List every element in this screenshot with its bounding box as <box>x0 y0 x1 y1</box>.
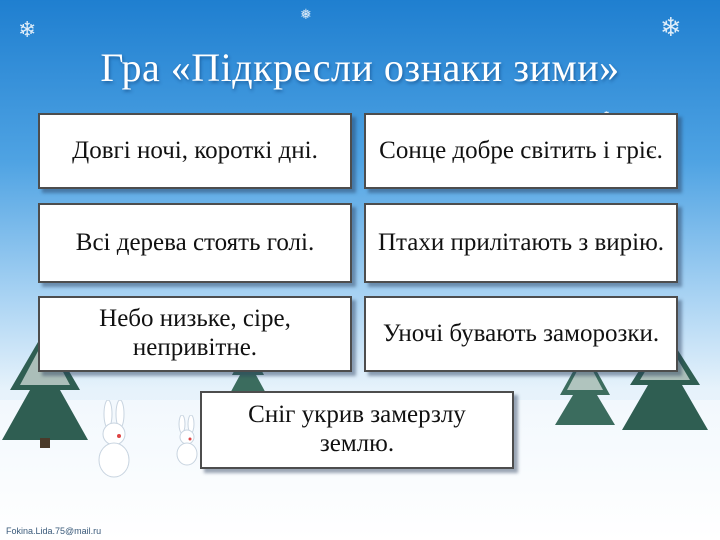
card-long-nights[interactable]: Довгі ночі, короткі дні. <box>38 113 352 189</box>
card-text: Сніг укрив замерзлу землю. <box>248 401 466 457</box>
page-title: Гра «Підкресли ознаки зими» <box>100 45 620 90</box>
card-text: Уночі бувають заморозки. <box>382 319 660 347</box>
card-text: Небо низьке, сіре, непривітне. <box>99 305 291 361</box>
card-text: Довгі ночі, короткі дні. <box>72 136 318 164</box>
snowflake-icon: ❄ <box>18 18 37 43</box>
snowflake-icon: ❄ <box>660 13 682 43</box>
tree-icon <box>555 350 615 425</box>
card-text: Всі дерева стоять голі. <box>75 228 315 256</box>
card-text: Сонце добре світить і гріє. <box>379 136 663 164</box>
card-sun-shines[interactable]: Сонце добре світить і гріє. <box>364 113 678 189</box>
card-text: Птахи прилітають з вирію. <box>377 228 665 256</box>
card-birds-arrive[interactable]: Птахи прилітають з вирію. <box>364 203 678 283</box>
footer-email: Fokina.Lida.75@mail.ru <box>6 526 102 536</box>
snowflake-icon: ❅ <box>300 7 312 23</box>
card-night-frosts[interactable]: Уночі бувають заморозки. <box>364 296 678 372</box>
card-trees-bare[interactable]: Всі дерева стоять голі. <box>38 203 352 283</box>
bunny-icon <box>98 400 130 478</box>
card-snow-covered[interactable]: Сніг укрив замерзлу землю. <box>200 391 514 469</box>
bunny-icon <box>176 415 198 466</box>
card-sky-low[interactable]: Небо низьке, сіре, непривітне. <box>38 296 352 372</box>
